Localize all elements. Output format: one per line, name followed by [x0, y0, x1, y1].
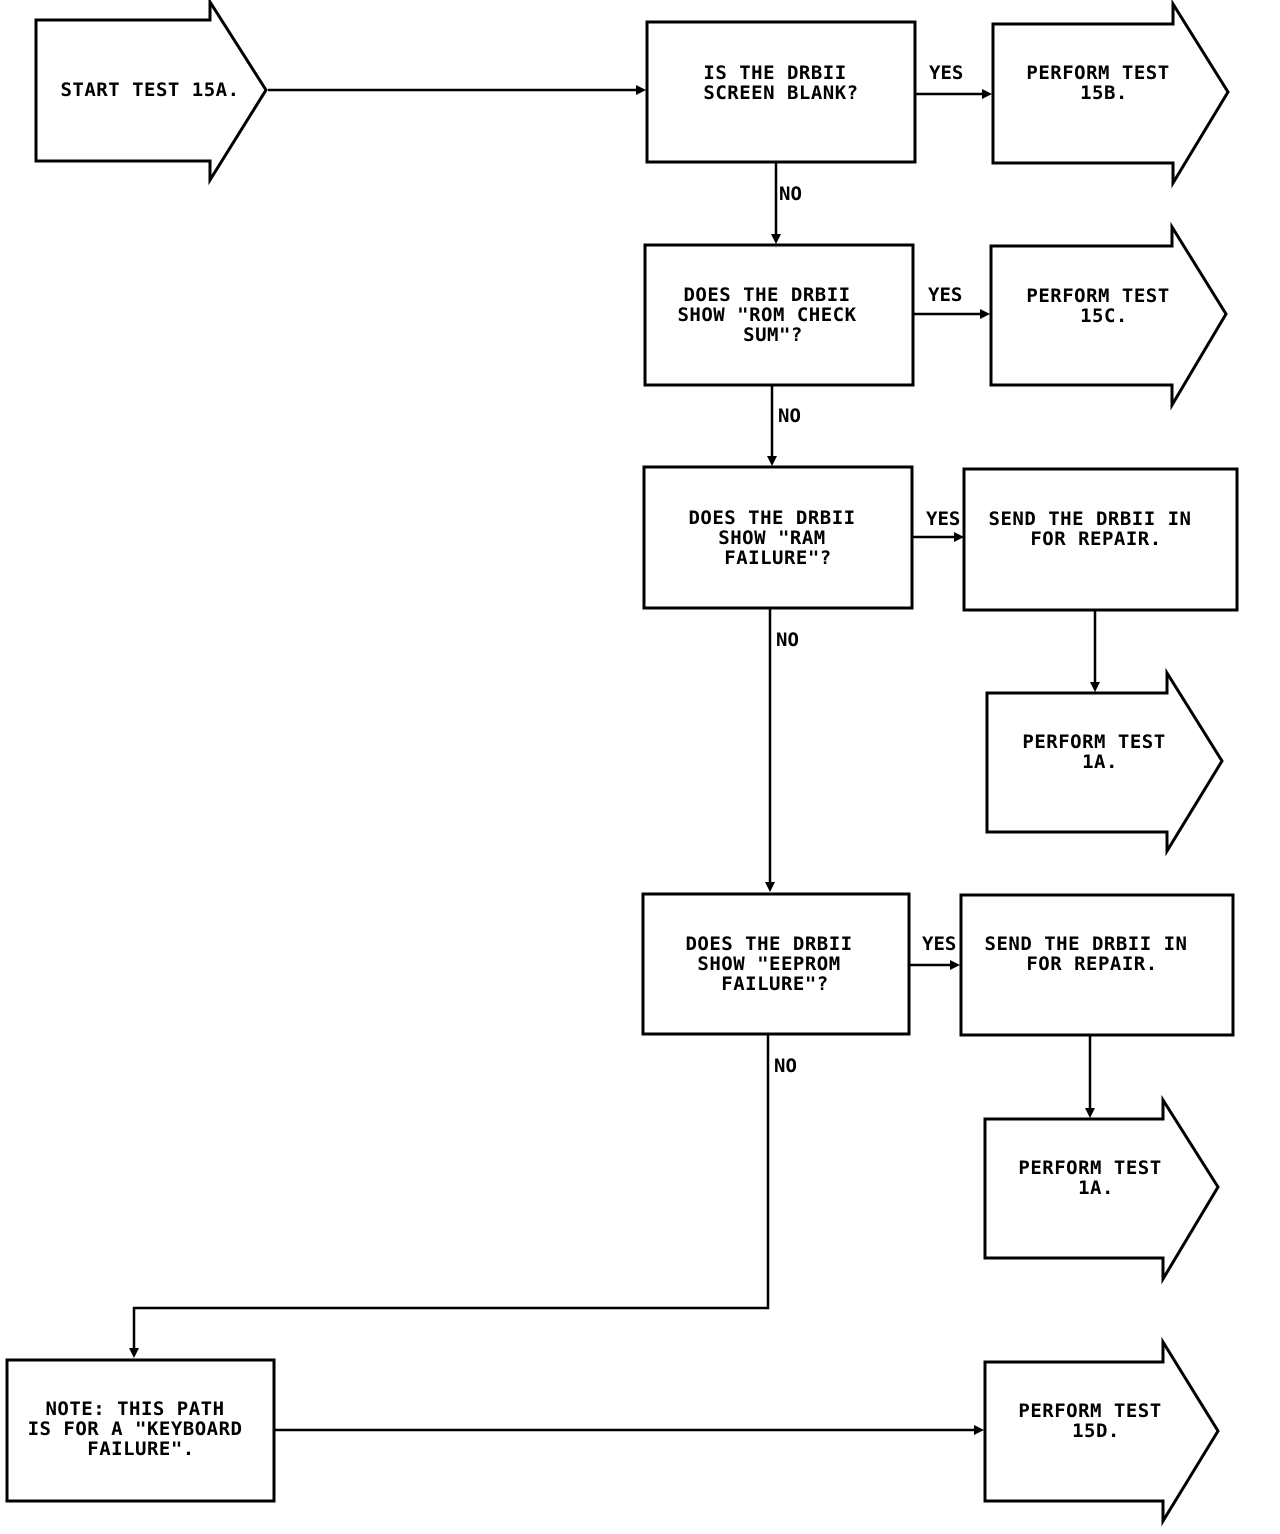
node-keyboard-failure-note: NOTE: THIS PATH IS FOR A "KEYBOARD FAILU…	[5, 1358, 276, 1503]
box-shape	[642, 465, 914, 610]
connectors: YES NO YES NO YES NO	[129, 62, 1100, 1435]
node-label: PERFORM TEST 1A.	[1022, 731, 1177, 773]
node-label: PERFORM TEST 15B.	[1026, 62, 1181, 104]
edge-rom-check-sum-yes: YES	[914, 284, 990, 319]
node-perform-test-1a-first: PERFORM TEST 1A.	[985, 667, 1224, 857]
node-label: NOTE: THIS PATH IS FOR A "KEYBOARD FAILU…	[28, 1398, 255, 1460]
node-send-for-repair-2: SEND THE DRBII IN FOR REPAIR.	[959, 893, 1235, 1037]
box-shape	[5, 1358, 276, 1503]
edge-label-no: NO	[779, 183, 802, 205]
node-label: START TEST 15A.	[60, 79, 239, 101]
edge-label-yes: YES	[922, 933, 956, 955]
edge-label-no: NO	[776, 629, 799, 651]
node-label: PERFORM TEST 15D.	[1018, 1400, 1173, 1442]
edge-repair-2-to-test-1a	[1085, 1035, 1095, 1118]
node-label: SEND THE DRBII IN FOR REPAIR.	[989, 508, 1204, 550]
node-start-test-15a: START TEST 15A.	[34, 0, 268, 186]
node-eeprom-failure-question: DOES THE DRBII SHOW "EEPROM FAILURE"?	[641, 892, 911, 1036]
edge-label-no: NO	[778, 405, 801, 427]
node-label: SEND THE DRBII IN FOR REPAIR.	[985, 933, 1200, 975]
node-label: DOES THE DRBII SHOW "ROM CHECK SUM"?	[677, 284, 868, 346]
box-shape	[641, 892, 911, 1036]
node-label: DOES THE DRBII SHOW "RAM FAILURE"?	[688, 507, 867, 569]
edge-note-to-test-15d	[274, 1425, 984, 1435]
edge-eeprom-failure-no: NO	[129, 1035, 797, 1358]
box-shape	[962, 467, 1239, 612]
node-label: PERFORM TEST 15C.	[1026, 285, 1181, 327]
box-shape	[959, 893, 1235, 1037]
node-send-for-repair-1: SEND THE DRBII IN FOR REPAIR.	[962, 467, 1239, 612]
edge-start-to-screen-blank	[268, 85, 646, 95]
node-perform-test-1a-second: PERFORM TEST 1A.	[983, 1094, 1220, 1285]
edge-label-yes: YES	[926, 508, 960, 530]
arrow-shape	[34, 0, 268, 186]
box-shape	[645, 20, 917, 164]
edge-label-yes: YES	[929, 62, 963, 84]
node-screen-blank-question: IS THE DRBII SCREEN BLANK?	[645, 20, 917, 164]
node-label: DOES THE DRBII SHOW "EEPROM FAILURE"?	[685, 933, 864, 995]
arrow-shape	[983, 1336, 1220, 1527]
edge-ram-failure-yes: YES	[912, 508, 964, 542]
arrow-shape	[985, 667, 1224, 857]
edge-repair-1-to-test-1a	[1090, 610, 1100, 692]
edge-label-yes: YES	[928, 284, 962, 306]
edge-screen-blank-yes: YES	[916, 62, 992, 99]
arrow-shape	[989, 221, 1228, 411]
node-label: IS THE DRBII SCREEN BLANK?	[703, 62, 858, 104]
arrow-shape	[991, 0, 1230, 189]
node-rom-check-sum-question: DOES THE DRBII SHOW "ROM CHECK SUM"?	[643, 243, 915, 387]
edge-rom-check-sum-no: NO	[767, 385, 801, 466]
edge-ram-failure-no: NO	[765, 608, 799, 892]
box-shape	[643, 243, 915, 387]
node-ram-failure-question: DOES THE DRBII SHOW "RAM FAILURE"?	[642, 465, 914, 610]
node-perform-test-15b: PERFORM TEST 15B.	[991, 0, 1230, 189]
arrow-shape	[983, 1094, 1220, 1285]
edge-label-no: NO	[774, 1055, 797, 1077]
edge-screen-blank-no: NO	[771, 162, 802, 244]
node-perform-test-15d: PERFORM TEST 15D.	[983, 1336, 1220, 1527]
node-perform-test-15c: PERFORM TEST 15C.	[989, 221, 1228, 411]
node-label: PERFORM TEST 1A.	[1018, 1157, 1173, 1199]
edge-eeprom-failure-yes: YES	[909, 933, 960, 970]
